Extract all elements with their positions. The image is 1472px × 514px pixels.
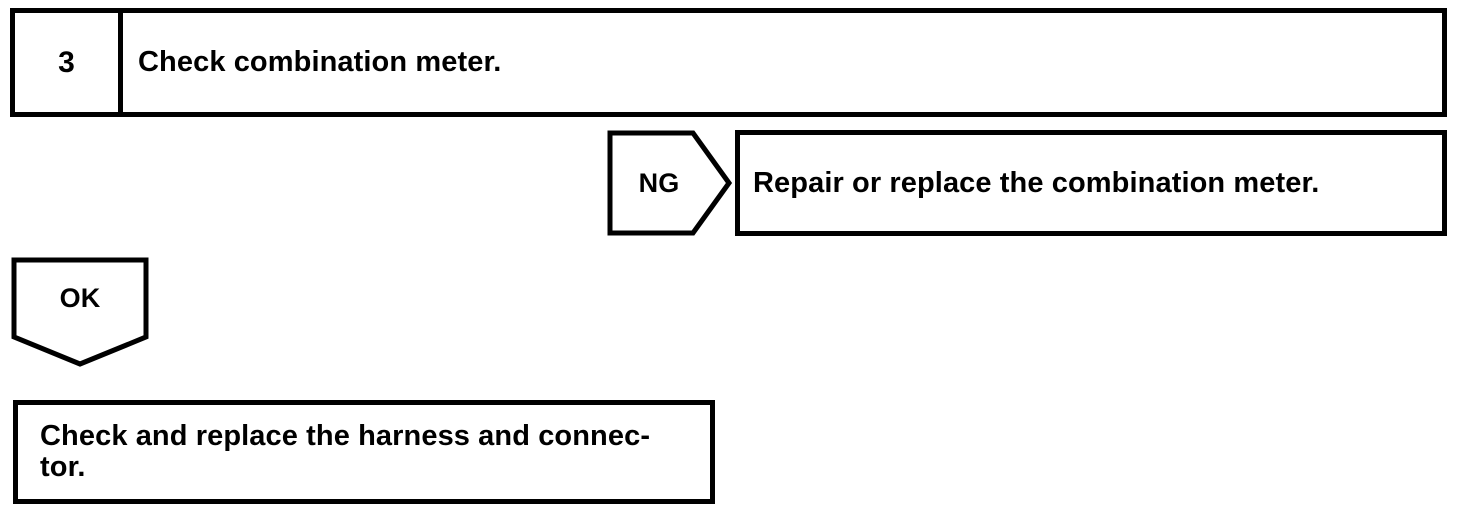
ok-result-text: Check and replace the harness and connec…	[40, 419, 651, 483]
step-title-cell: Check combination meter.	[123, 13, 1442, 112]
ok-arrow-icon	[11, 257, 149, 367]
step-number: 3	[58, 45, 75, 79]
ng-result-box: Repair or replace the combination meter.	[735, 130, 1447, 236]
step-number-cell: 3	[15, 13, 123, 112]
ng-branch-connector: NG	[607, 130, 732, 236]
ok-result-box: Check and replace the harness and connec…	[13, 400, 715, 504]
ng-branch-label: NG	[638, 167, 680, 198]
step-title: Check combination meter.	[138, 46, 502, 78]
ok-branch-connector: OK	[11, 257, 149, 367]
ok-branch-label: OK	[59, 282, 101, 313]
ng-arrow-icon	[607, 130, 732, 236]
ng-result-text: Repair or replace the combination meter.	[753, 166, 1320, 199]
step-row: 3 Check combination meter.	[10, 8, 1447, 117]
